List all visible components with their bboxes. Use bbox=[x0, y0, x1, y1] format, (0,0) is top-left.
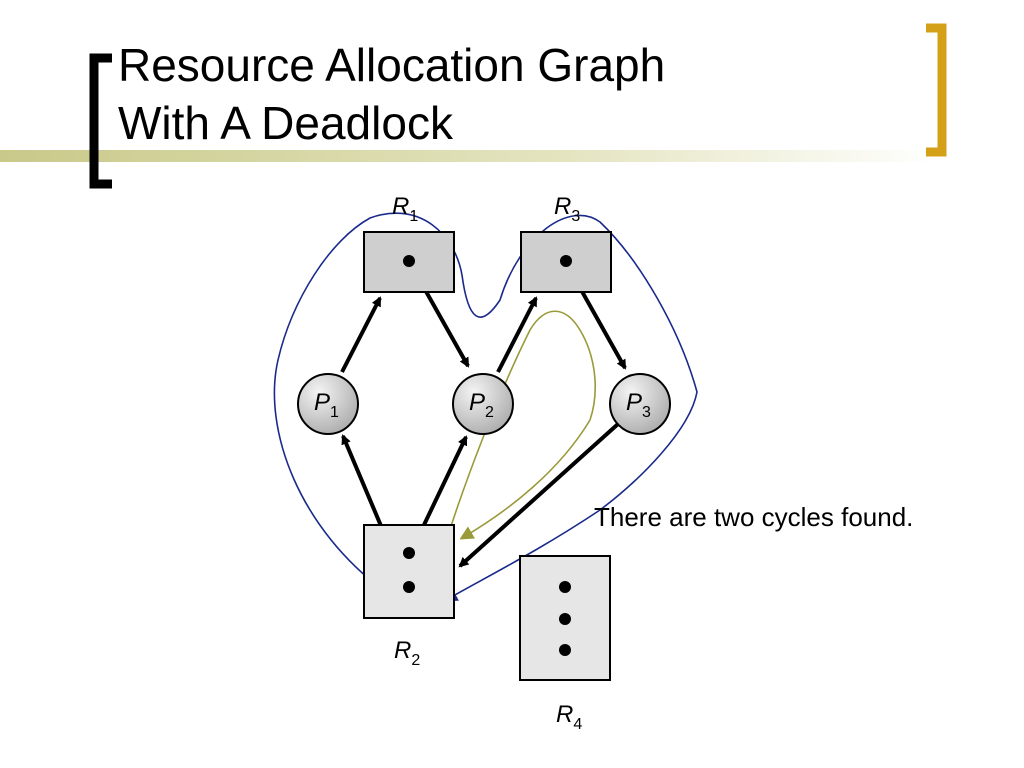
title-line-2: With A Deadlock bbox=[118, 97, 453, 149]
instance-dot bbox=[559, 581, 571, 593]
instance-dot bbox=[403, 255, 415, 267]
process-p2 bbox=[452, 373, 514, 435]
resource-r3 bbox=[520, 231, 612, 293]
slide-title: Resource Allocation Graph With A Deadloc… bbox=[118, 36, 878, 152]
right-bracket bbox=[926, 23, 947, 157]
label-p1: P1 bbox=[314, 389, 339, 421]
label-r3: R3 bbox=[554, 193, 580, 225]
process-p3 bbox=[609, 373, 671, 435]
label-r2: R2 bbox=[394, 637, 420, 669]
instance-dot bbox=[403, 581, 415, 593]
process-p1 bbox=[297, 373, 359, 435]
label-r4: R4 bbox=[556, 701, 582, 733]
label-p3: P3 bbox=[626, 389, 651, 421]
label-p2: P2 bbox=[469, 389, 494, 421]
edge-p3-r2 bbox=[458, 422, 620, 568]
resource-r4 bbox=[519, 555, 611, 681]
label-r1: R1 bbox=[392, 193, 418, 225]
cycle-one-curve bbox=[273, 212, 698, 602]
instance-dot bbox=[403, 547, 415, 559]
instance-dot bbox=[559, 644, 571, 656]
title-line-1: Resource Allocation Graph bbox=[118, 39, 666, 91]
edge-p1-r1 bbox=[340, 296, 382, 373]
instance-dot bbox=[559, 613, 571, 625]
instance-dot bbox=[560, 255, 572, 267]
resource-r1 bbox=[363, 231, 455, 293]
cycle-two-curve bbox=[441, 310, 596, 555]
left-bracket bbox=[89, 53, 112, 189]
resource-r2 bbox=[363, 524, 455, 619]
edge-p2-r3 bbox=[496, 296, 538, 373]
cycles-caption: There are two cycles found. bbox=[594, 502, 914, 532]
title-rule bbox=[0, 150, 940, 162]
